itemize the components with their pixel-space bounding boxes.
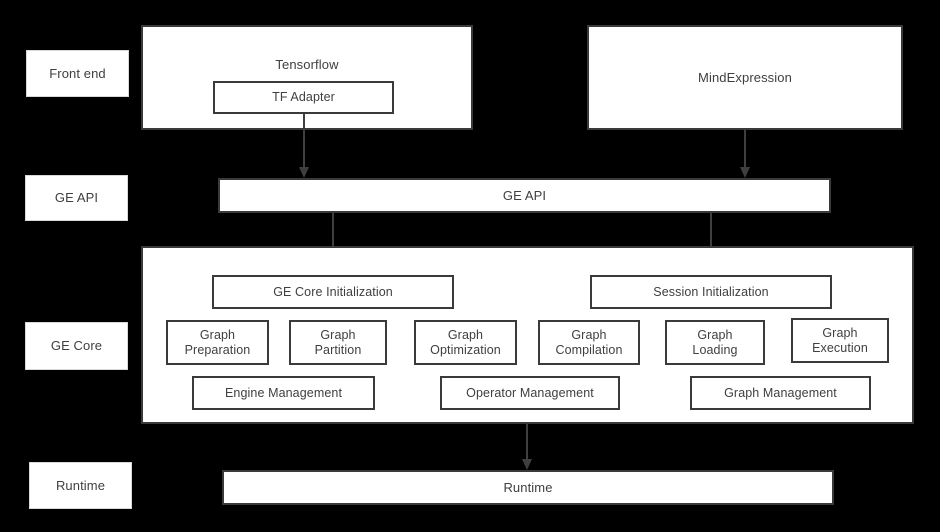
arrow-shaft xyxy=(710,213,712,264)
ge-core-initialization-label: GE Core Initialization xyxy=(273,284,393,299)
session-initialization-box[interactable]: Session Initialization xyxy=(590,275,832,309)
tensorflow-label: Tensorflow xyxy=(275,57,339,72)
graph-compilation-box[interactable]: Graph Compilation xyxy=(538,320,640,365)
ge-core-initialization-box[interactable]: GE Core Initialization xyxy=(212,275,454,309)
graph-partition-box[interactable]: Graph Partition xyxy=(289,320,387,365)
operator-management-label: Operator Management xyxy=(466,385,594,400)
tensorflow-frame: Tensorflow xyxy=(141,25,473,130)
arrow-head-icon xyxy=(299,167,309,178)
stage-label-front-end: Front end xyxy=(26,50,129,97)
arrow-shaft xyxy=(744,130,746,167)
runtime-bar[interactable]: Runtime xyxy=(222,470,834,505)
stage-label-front-end-text: Front end xyxy=(49,65,106,81)
runtime-bar-label: Runtime xyxy=(503,479,553,495)
graph-loading-box[interactable]: Graph Loading xyxy=(665,320,765,365)
graph-preparation-label: Graph Preparation xyxy=(184,327,251,357)
arrow-shaft xyxy=(526,424,528,459)
arrow-ge-core-to-runtime xyxy=(522,424,532,470)
graph-optimization-box[interactable]: Graph Optimization xyxy=(414,320,517,365)
graph-execution-label: Graph Execution xyxy=(812,325,868,355)
mindexpression-label: MindExpression xyxy=(698,69,792,85)
graph-preparation-box[interactable]: Graph Preparation xyxy=(166,320,269,365)
graph-loading-label: Graph Loading xyxy=(692,327,738,357)
tf-adapter-label: TF Adapter xyxy=(272,90,335,105)
ge-api-bar[interactable]: GE API xyxy=(218,178,831,213)
ge-api-bar-label: GE API xyxy=(502,187,547,203)
arrow-shaft xyxy=(303,114,305,167)
graph-optimization-label: Graph Optimization xyxy=(430,327,501,357)
arrow-mindexpression-to-ge-api xyxy=(740,130,750,178)
arrow-shaft xyxy=(332,213,334,264)
graph-partition-label: Graph Partition xyxy=(314,327,362,357)
arrow-tf-adapter-to-ge-api xyxy=(299,114,309,178)
graph-management-label: Graph Management xyxy=(724,385,837,400)
arrow-head-icon xyxy=(740,167,750,178)
stage-label-runtime-text: Runtime xyxy=(55,477,106,493)
stage-label-runtime: Runtime xyxy=(29,462,132,509)
graph-management-box[interactable]: Graph Management xyxy=(690,376,871,410)
graph-execution-box[interactable]: Graph Execution xyxy=(791,318,889,363)
session-initialization-label: Session Initialization xyxy=(653,284,769,299)
stage-label-ge-api-text: GE API xyxy=(54,190,99,206)
operator-management-box[interactable]: Operator Management xyxy=(440,376,620,410)
arrow-head-icon xyxy=(522,459,532,470)
graph-compilation-label: Graph Compilation xyxy=(555,327,623,357)
engine-management-box[interactable]: Engine Management xyxy=(192,376,375,410)
mindexpression-frame: MindExpression xyxy=(587,25,903,130)
stage-label-ge-core: GE Core xyxy=(25,322,128,370)
stage-label-ge-api: GE API xyxy=(25,175,128,221)
tf-adapter-box[interactable]: TF Adapter xyxy=(213,81,394,114)
stage-label-ge-core-text: GE Core xyxy=(50,338,103,354)
engine-management-label: Engine Management xyxy=(224,385,343,400)
